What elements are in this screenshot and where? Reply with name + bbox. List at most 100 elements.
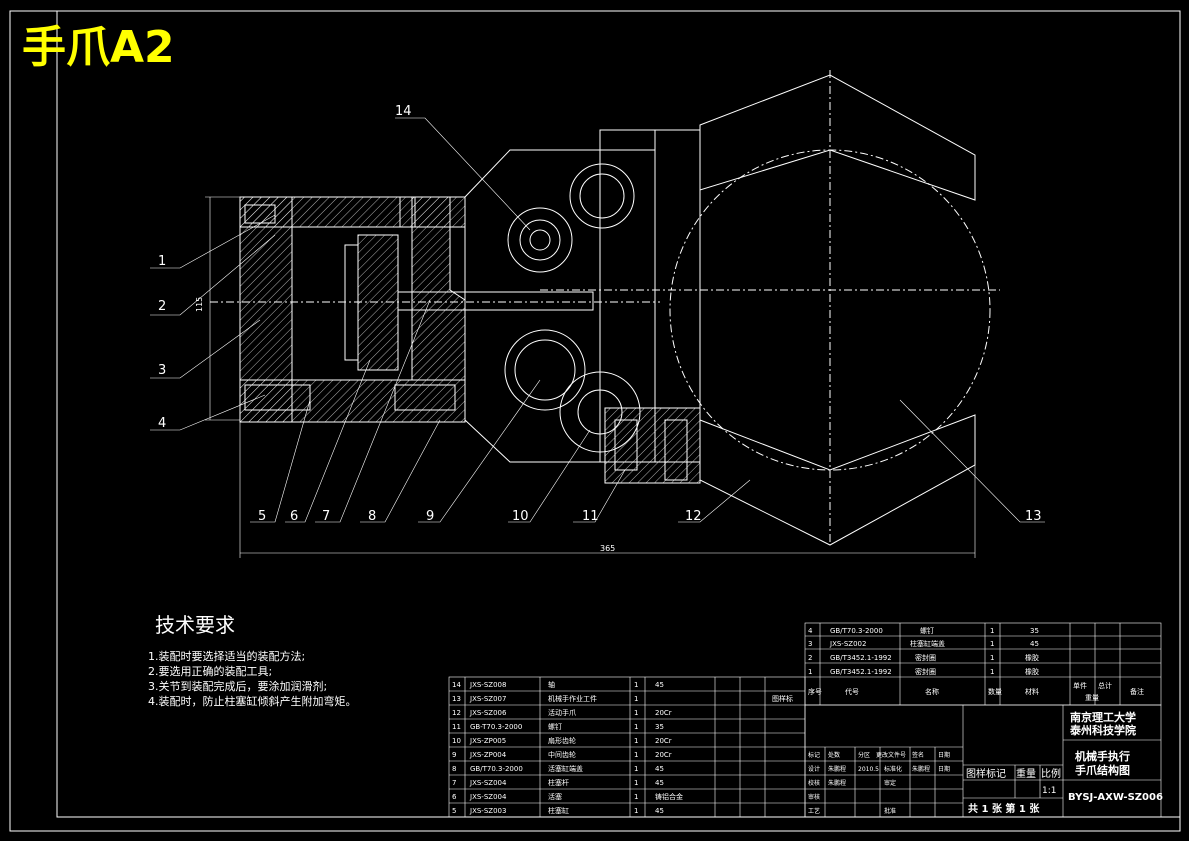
bom-upper-rows: 4 GB/T70.3-2000 螺钉 1 35 3 JXS-SZ002 柱塞缸端…: [808, 626, 1144, 702]
dimension-width: 365: [239, 422, 976, 558]
bom-cell-name: 机械手作业工件: [548, 694, 597, 703]
tech-req-item: 3.关节到装配完成后，要涂加润滑剂;: [148, 679, 327, 693]
gripper-assembly: [210, 70, 1000, 546]
bom-cell-code: GB/T70.3-2000: [470, 765, 523, 773]
sheet-count: 共 1 张 第 1 张: [968, 802, 1040, 815]
svg-text:重量: 重量: [1085, 694, 1099, 702]
balloon-13: 13: [1025, 509, 1042, 524]
middle-gear: [504, 329, 586, 411]
svg-text:橡胶: 橡胶: [1025, 653, 1039, 662]
balloon-5: 5: [258, 509, 266, 524]
bom-cell-mat: 45: [655, 681, 664, 689]
svg-text:橡胶: 橡胶: [1025, 667, 1039, 676]
bom-cell-code: JXS-SZ004: [469, 793, 507, 801]
drawing-number: BYSJ-AXW-SZ006: [1068, 792, 1163, 803]
piston-end-cap: [411, 196, 466, 381]
svg-text:单件: 单件: [1073, 681, 1087, 690]
svg-text:批准: 批准: [884, 807, 896, 815]
balloon-8: 8: [368, 509, 376, 524]
cylinder-wall-bottom: [239, 379, 466, 423]
bom-cell-name: 轴: [548, 680, 555, 689]
bom-cell-code: GB-T70.3-2000: [470, 723, 522, 731]
svg-text:1: 1: [990, 654, 994, 662]
bom-cell-qty: 1: [634, 807, 638, 815]
svg-text:1: 1: [990, 627, 994, 635]
upper-gear: [569, 163, 635, 229]
school-name: 南京理工大学: [1070, 710, 1136, 724]
svg-text:图样标记: 图样标记: [966, 767, 1006, 780]
bom-cell-code: JXS-SZ004: [469, 779, 507, 787]
svg-text:重量: 重量: [1016, 767, 1036, 780]
bom-cell-mat: 45: [655, 779, 664, 787]
balloon-3: 3: [158, 363, 166, 378]
tech-req-item: 1.装配时要选择适当的装配方法;: [148, 649, 305, 663]
bom-cell-mat: 铸铝合金: [655, 792, 683, 801]
college-name: 泰州科技学院: [1069, 723, 1136, 737]
bom-cell-qty: 1: [634, 723, 638, 731]
tech-req-item: 2.要选用正确的装配工具;: [148, 664, 272, 678]
bom-cell-mat: 20Cr: [655, 751, 672, 759]
bom-cell-mat: 45: [655, 765, 664, 773]
svg-text:1: 1: [808, 668, 812, 676]
balloon-6: 6: [290, 509, 298, 524]
screw-block: [604, 407, 701, 484]
svg-text:工艺: 工艺: [808, 807, 820, 815]
svg-text:GB/T70.3-2000: GB/T70.3-2000: [830, 627, 883, 635]
dim-height-label: 115: [195, 297, 204, 312]
drawing-name: 机械手执行: [1075, 749, 1130, 763]
svg-text:数量: 数量: [988, 687, 1002, 696]
svg-text:2010.5: 2010.5: [858, 766, 879, 773]
svg-text:审核: 审核: [808, 793, 820, 801]
bom-cell-qty: 1: [634, 681, 638, 689]
balloon-7: 7: [322, 509, 330, 524]
bom-cell-code: JXS-SZ007: [469, 695, 506, 703]
bom-cell-mat: 20Cr: [655, 737, 672, 745]
bom-cell-qty: 1: [634, 695, 638, 703]
bom-cell-no: 8: [452, 765, 456, 773]
balloon-12: 12: [685, 509, 702, 524]
svg-text:1: 1: [990, 640, 994, 648]
dim-width-label: 365: [600, 544, 615, 553]
bom-cell-no: 9: [452, 751, 456, 759]
sheet-title: 手爪A2: [22, 22, 175, 73]
svg-text:35: 35: [1030, 627, 1039, 635]
bom-cell-code: JXS-ZP005: [469, 737, 506, 745]
svg-text:日期: 日期: [938, 765, 950, 773]
svg-text:GB/T3452.1-1992: GB/T3452.1-1992: [830, 668, 892, 676]
svg-text:处数: 处数: [828, 751, 840, 759]
bom-cell-name: 柱塞缸: [548, 806, 569, 815]
svg-text:材料: 材料: [1025, 687, 1039, 696]
bom-cell-qty: 1: [634, 793, 638, 801]
bom-cell-qty: 1: [634, 709, 638, 717]
svg-text:分区: 分区: [858, 751, 870, 759]
svg-text:设计: 设计: [808, 765, 820, 773]
bom-cell-code: JXS-SZ006: [469, 709, 507, 717]
balloon-4: 4: [158, 416, 166, 431]
svg-text:1: 1: [990, 668, 994, 676]
bom-main-table: [448, 676, 806, 818]
balloon-1: 1: [158, 254, 166, 269]
svg-text:朱鹏程: 朱鹏程: [828, 765, 846, 773]
svg-text:GB/T3452.1-1992: GB/T3452.1-1992: [830, 654, 892, 662]
drawing-name-2: 手爪结构图: [1075, 763, 1130, 777]
bom-cell-name: 扇形齿轮: [548, 736, 576, 745]
balloon-14: 14: [395, 104, 412, 119]
svg-text:校核: 校核: [808, 779, 820, 787]
bom-cell-name: 中间齿轮: [548, 750, 576, 759]
shaft-gear: [507, 207, 573, 273]
svg-text:比例: 比例: [1041, 767, 1061, 780]
svg-text:朱鹏程: 朱鹏程: [912, 765, 930, 773]
bom-cell-no: 7: [452, 779, 456, 787]
bom-cell-qty: 1: [634, 779, 638, 787]
bom-cell-no: 12: [452, 709, 461, 717]
upper-jaw: [699, 74, 976, 201]
balloon-2: 2: [158, 299, 166, 314]
svg-text:更改文件号: 更改文件号: [876, 751, 906, 759]
bom-cell-qty: 1: [634, 765, 638, 773]
balloon-labels: 1 2 3 4 5 6 7 8 9 10 11 12 13 14: [158, 104, 1042, 524]
material-note: 图样标: [772, 694, 793, 703]
bom-cell-mat: 20Cr: [655, 709, 672, 717]
tech-req-item: 4.装配时，防止柱塞缸倾斜产生附加弯矩。: [148, 694, 357, 708]
